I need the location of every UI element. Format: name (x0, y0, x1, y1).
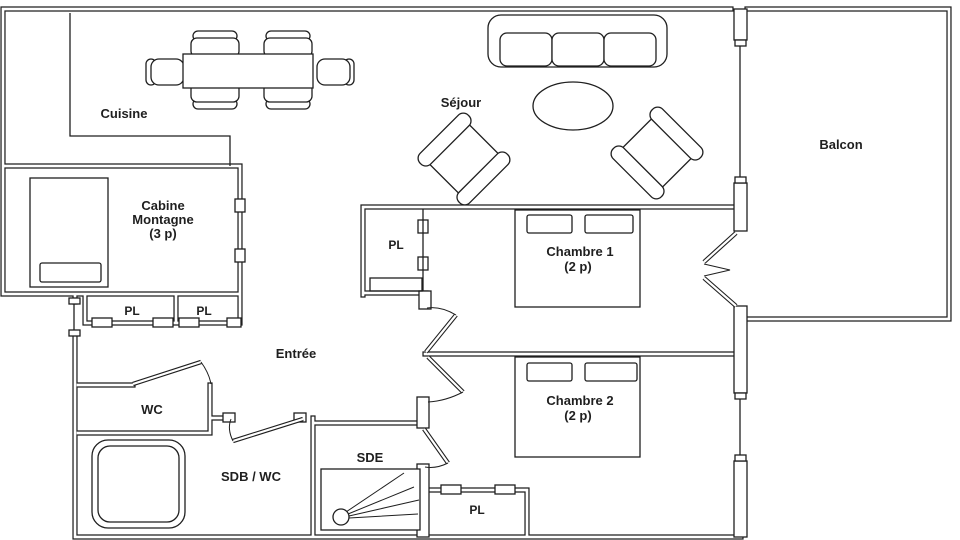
door-wc (132, 359, 212, 387)
pl-chambre1-shelf (369, 277, 423, 292)
label-chambre1-2: (2 p) (564, 259, 591, 274)
kitchen-counter-line (69, 13, 231, 166)
shower-tray (320, 468, 421, 531)
label-pl-couloir: PL (469, 503, 484, 517)
label-cabine-1: Cabine (141, 198, 184, 213)
bathtub (91, 439, 186, 529)
label-sdb: SDB / WC (221, 469, 282, 484)
label-cabine-3: (3 p) (149, 226, 176, 241)
label-chambre2-1: Chambre 2 (546, 393, 613, 408)
label-pl-cabine-right: PL (196, 304, 211, 318)
dining-table (182, 53, 314, 89)
label-cabine-2: Montagne (132, 212, 193, 227)
door-sdb (228, 416, 304, 444)
coffee-table (532, 81, 614, 131)
bed-chambre2 (514, 356, 641, 458)
door-sde (422, 427, 450, 468)
label-wc: WC (141, 402, 163, 417)
sofa (487, 14, 668, 68)
bed-cabine (29, 177, 109, 288)
label-chambre2-2: (2 p) (564, 408, 591, 423)
bed-chambre1 (514, 209, 641, 308)
label-pl-chambre1: PL (388, 238, 403, 252)
door-couloir-chambre1 (424, 307, 458, 354)
label-balcon: Balcon (819, 137, 862, 152)
armchair-left (417, 112, 511, 206)
dining-set (145, 30, 355, 110)
label-cuisine: Cuisine (101, 106, 148, 121)
window-chambre2 (734, 392, 747, 462)
armchair-right (610, 106, 704, 200)
door-track-marks (91, 198, 516, 495)
label-entree: Entrée (276, 346, 316, 361)
label-sde: SDE (357, 450, 384, 465)
room-labels: Cuisine Séjour Balcon Cabine Montagne (3… (101, 95, 863, 517)
window-sejour-balcon (734, 39, 747, 184)
label-sejour: Séjour (441, 95, 481, 110)
label-pl-cabine-left: PL (124, 304, 139, 318)
french-door-balcon (702, 231, 738, 308)
window-west (68, 297, 81, 337)
door-chambre2 (426, 355, 465, 403)
label-chambre1-1: Chambre 1 (546, 244, 613, 259)
